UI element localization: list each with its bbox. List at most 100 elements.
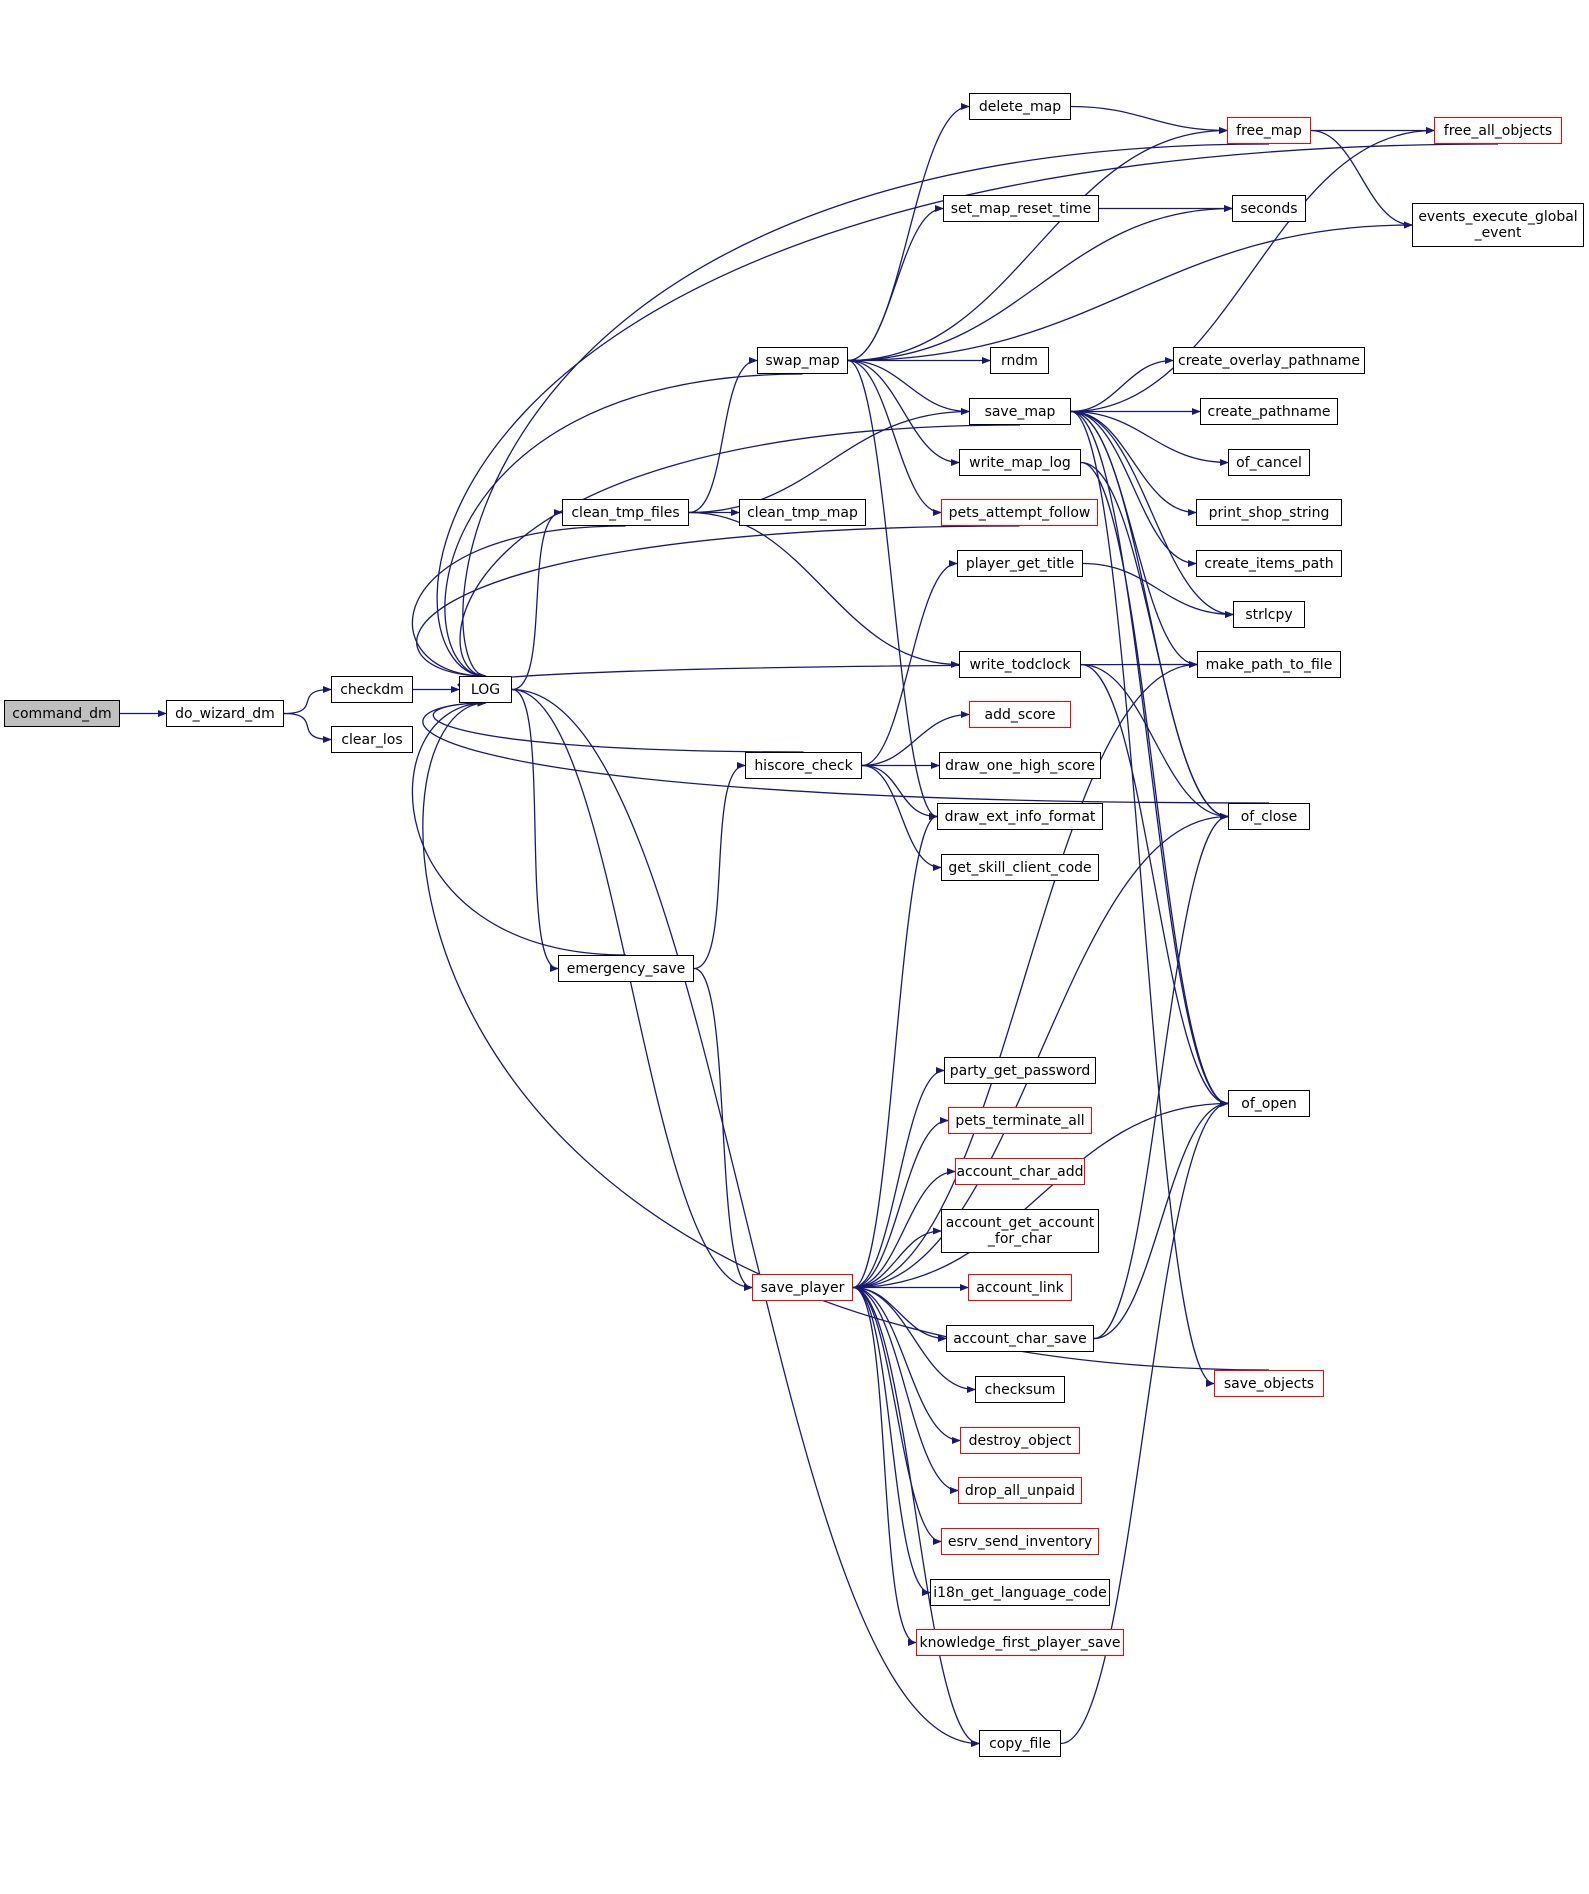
node-set-map-reset-time[interactable]: set_map_reset_time [943,195,1099,222]
node-draw-ext-info-format[interactable]: draw_ext_info_format [937,803,1103,830]
node-free-all-objects[interactable]: free_all_objects [1434,117,1562,144]
edge-save-map-to-print-shop-string [1070,410,1197,517]
edge-swap-map-to-events-execute-global-event [847,221,1413,362]
node-account-char-add[interactable]: account_char_add [955,1158,1085,1185]
edge-swap-map-to-draw-ext-info-format [847,359,938,821]
node-free-map[interactable]: free_map [1227,117,1311,144]
node-account-char-save[interactable]: account_char_save [946,1325,1094,1352]
node-write-todclock[interactable]: write_todclock [959,651,1081,678]
node-write-map-log[interactable]: write_map_log [959,449,1081,476]
node-print-shop-string[interactable]: print_shop_string [1196,499,1342,526]
edge-save-player-to-copy-file [852,1286,980,1748]
node-knowledge-first-player-save[interactable]: knowledge_first_player_save [916,1629,1124,1656]
edge-swap-map-to-write-map-log [847,359,960,467]
edge-save-player-to-account-get-account-for-char [852,1227,942,1289]
edge-save-player-to-account-char-save [852,1286,947,1343]
edge-save-player-to-of-open [852,1099,1229,1289]
node-add-score[interactable]: add_score [969,701,1071,728]
node-hiscore-check[interactable]: hiscore_check [745,752,862,779]
node-destroy-object[interactable]: destroy_object [960,1427,1080,1454]
node-delete-map[interactable]: delete_map [969,93,1071,120]
edge-write-map-log-to-of-close [1080,461,1229,821]
node-account-get-account-for-char[interactable]: account_get_account _for_char [941,1209,1099,1253]
edge-swap-map-to-save-map [847,359,970,416]
edge-account-char-save-to-of-close [1093,812,1229,1340]
edge-of-close-to-LOG [422,699,1270,804]
node-strlcpy[interactable]: strlcpy [1233,601,1305,628]
edge-save-player-to-draw-ext-info-format [852,812,938,1289]
edge-clean-tmp-files-to-save-map [688,407,970,514]
node-esrv-send-inventory[interactable]: esrv_send_inventory [941,1528,1099,1555]
edge-save-player-to-party-get-password [852,1066,945,1289]
node-copy-file[interactable]: copy_file [979,1730,1061,1757]
node-save-player[interactable]: save_player [752,1274,853,1301]
edge-save-player-to-checksum [852,1286,976,1394]
edge-clean-tmp-files-to-LOG [411,525,626,680]
edge-clean-tmp-files-to-write-todclock [688,511,960,669]
node-make-path-to-file[interactable]: make_path_to_file [1197,651,1341,678]
node-save-objects[interactable]: save_objects [1214,1370,1324,1397]
edge-save-player-to-account-char-add [852,1167,956,1289]
edge-save-player-to-pets-terminate-all [852,1116,949,1289]
edge-swap-map-to-pets-attempt-follow [847,359,942,517]
node-player-get-title[interactable]: player_get_title [957,550,1083,577]
edge-save-player-to-esrv-send-inventory [852,1286,942,1546]
node-drop-all-unpaid[interactable]: drop_all_unpaid [958,1477,1082,1504]
edge-do-wizard-dm-to-checkdm [283,685,332,715]
edge-save-player-to-make-path-to-file [852,660,1198,1289]
edge-save-map-to-strlcpy [1070,410,1234,619]
edge-swap-map-to-delete-map [847,102,970,362]
edge-delete-map-to-free-map [1070,105,1228,135]
node-clean-tmp-map[interactable]: clean_tmp_map [739,499,866,526]
node-pets-attempt-follow[interactable]: pets_attempt_follow [941,499,1098,526]
node-draw-one-high-score[interactable]: draw_one_high_score [939,752,1101,779]
node-checkdm[interactable]: checkdm [331,676,413,703]
edge-swap-map-to-free-map [847,126,1228,362]
edge-save-map-to-of-open [1070,410,1229,1108]
node-clean-tmp-files[interactable]: clean_tmp_files [562,499,689,526]
edge-hiscore-check-to-player-get-title [861,559,958,767]
edge-write-map-log-to-of-open [1080,461,1229,1108]
edge-LOG-to-copy-file [511,688,980,1748]
edge-save-objects-to-LOG [422,699,1270,1371]
node-of-open[interactable]: of_open [1228,1090,1310,1117]
node-create-pathname[interactable]: create_pathname [1200,398,1338,425]
node-clear-los[interactable]: clear_los [331,726,413,753]
edge-save-player-to-destroy-object [852,1286,961,1445]
node-pets-terminate-all[interactable]: pets_terminate_all [948,1107,1092,1134]
node-do-wizard-dm[interactable]: do_wizard_dm [166,700,284,727]
node-events-execute-global-event[interactable]: events_execute_global _event [1412,203,1584,247]
edge-save-map-to-of-cancel [1070,410,1229,467]
node-log[interactable]: LOG [459,676,512,703]
node-checksum[interactable]: checksum [975,1376,1065,1403]
node-seconds[interactable]: seconds [1232,195,1306,222]
node-account-link[interactable]: account_link [968,1274,1072,1301]
node-emergency-save[interactable]: emergency_save [558,955,694,982]
node-get-skill-client-code[interactable]: get_skill_client_code [941,854,1099,881]
edge-save-player-to-knowledge-first-player-save [852,1286,917,1647]
node-swap-map[interactable]: swap_map [757,347,848,374]
edge-save-map-to-LOG [459,424,1021,680]
edge-free-all-objects-to-LOG [436,143,1499,680]
node-create-items-path[interactable]: create_items_path [1196,550,1342,577]
edge-save-player-to-drop-all-unpaid [852,1286,959,1495]
edge-save-map-to-save-objects [1070,410,1215,1387]
node-create-overlay-pathname[interactable]: create_overlay_pathname [1173,347,1365,374]
node-rndm[interactable]: rndm [990,347,1049,374]
edge-free-map-to-LOG [462,143,1270,680]
edge-free-map-to-events-execute-global-event [1310,129,1413,229]
node-i18n-get-language-code[interactable]: i18n_get_language_code [930,1579,1110,1606]
node-save-map[interactable]: save_map [969,398,1071,425]
edge-LOG-to-emergency-save [511,688,559,973]
edge-copy-file-to-of-open [1060,1099,1229,1745]
node-of-close[interactable]: of_close [1228,803,1310,830]
edge-emergency-save-to-LOG [411,699,627,956]
node-party-get-password[interactable]: party_get_password [944,1057,1096,1084]
edge-player-get-title-to-strlcpy [1082,562,1234,619]
node-of-cancel[interactable]: of_cancel [1228,449,1310,476]
edge-swap-map-to-LOG [444,373,803,680]
edge-write-todclock-to-of-open [1080,663,1229,1108]
edge-hiscore-check-to-LOG [432,699,804,753]
